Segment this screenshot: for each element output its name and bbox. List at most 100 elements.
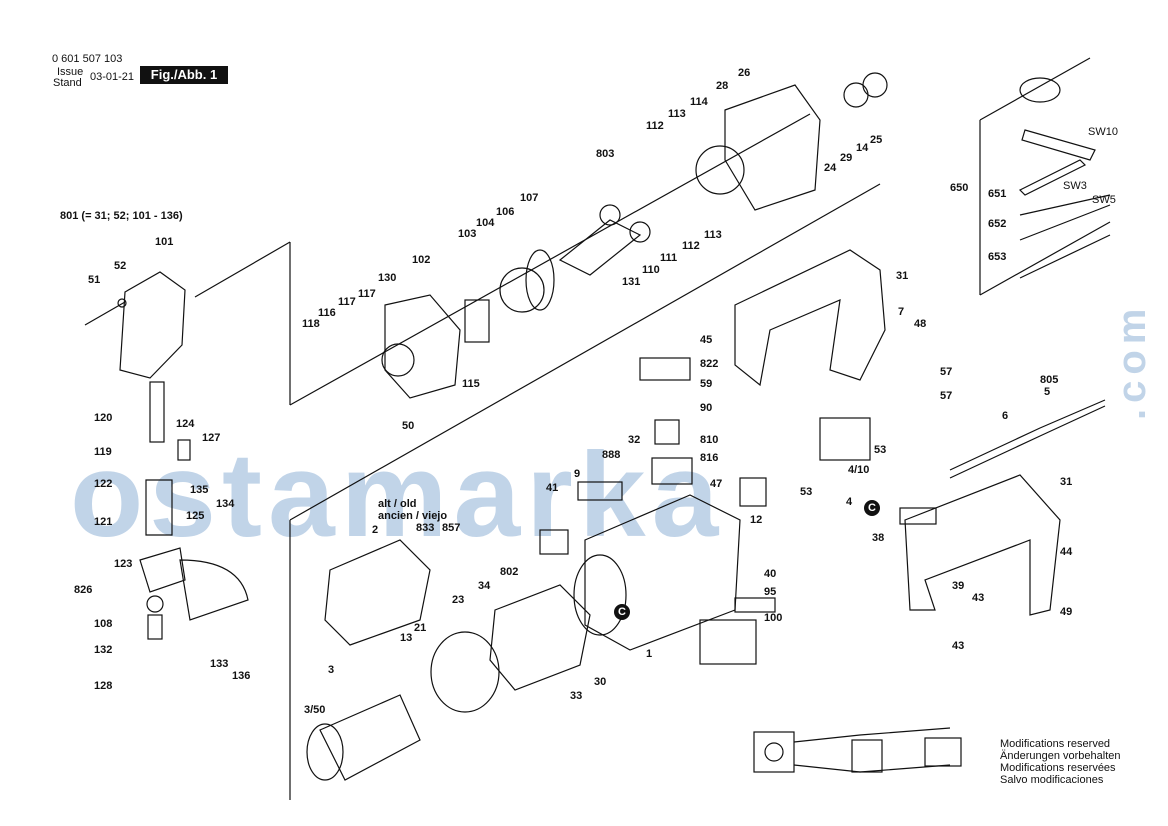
part-label: 95 <box>764 586 777 598</box>
part-label: 7 <box>898 306 905 318</box>
part-label: 833 <box>416 522 435 534</box>
part-label: 122 <box>94 478 113 490</box>
part-label: 45 <box>700 334 713 346</box>
part-label: 31 <box>1060 476 1073 488</box>
plate-9 <box>577 481 623 501</box>
part-label: 652 <box>988 218 1007 230</box>
part-label: 803 <box>596 148 615 160</box>
part-label: 1 <box>646 648 653 660</box>
switch-4 <box>819 417 871 461</box>
part-label: 23 <box>452 594 465 606</box>
part-label: 31 <box>896 270 909 282</box>
part-label: 9 <box>574 468 581 480</box>
modifications-notice: Modifications reserved Änderungen vorbeh… <box>1000 738 1120 786</box>
part-label: 115 <box>462 378 480 390</box>
part-label: 24 <box>824 162 837 174</box>
part-label: 13 <box>400 632 413 644</box>
tool-sw5-label: SW5 <box>1092 194 1116 206</box>
part-label: 106 <box>496 206 515 218</box>
part-label: 121 <box>94 516 113 528</box>
part-label: 116 <box>318 307 336 319</box>
part-label: 52 <box>114 260 127 272</box>
part-label: 816 <box>700 452 719 464</box>
part-label: 103 <box>458 228 477 240</box>
part-label: 39 <box>952 580 965 592</box>
screw-51 <box>84 301 126 326</box>
bearing-116 <box>381 343 415 377</box>
ring-25 <box>862 72 888 98</box>
spindle-119 <box>149 381 165 443</box>
part-label: 33 <box>570 690 583 702</box>
armature-3 <box>319 694 421 781</box>
issue-label-en: Issue <box>57 66 84 78</box>
housing-opening <box>573 554 627 636</box>
part-label: 25 <box>870 134 883 146</box>
circle-marker-icon <box>864 500 880 516</box>
part-124 <box>177 439 191 461</box>
washer-108 <box>146 595 164 613</box>
circle-marker-label: C <box>618 606 626 618</box>
part-label: 112 <box>646 120 664 132</box>
part-label: 12 <box>750 514 763 526</box>
modifications-line: Änderungen vorbehalten <box>1000 750 1121 762</box>
part-label: 123 <box>114 558 133 570</box>
plate-100 <box>699 619 757 665</box>
wrench-651 <box>1018 159 1087 196</box>
frame-line <box>979 221 1111 296</box>
frame-line <box>194 241 291 298</box>
gear-110 <box>629 221 651 243</box>
part-label: 810 <box>700 434 719 446</box>
part-label: 57 <box>940 390 953 402</box>
part-label: 136 <box>232 670 251 682</box>
pin-653 <box>1019 234 1111 279</box>
part-label: 111 <box>660 252 678 264</box>
part-label: 133 <box>210 658 229 670</box>
handle-31-top <box>734 249 886 387</box>
part-label: 59 <box>700 378 713 390</box>
part-label: 6 <box>1002 410 1009 422</box>
alt-label-2: ancien / viejo <box>378 510 448 522</box>
cover-822 <box>639 357 691 381</box>
disc-107 <box>525 249 555 311</box>
block-125 <box>139 547 186 593</box>
guard-826 <box>179 559 249 621</box>
washer-52 <box>117 298 127 308</box>
part-label: 4 <box>846 496 853 508</box>
part-label: 117 <box>358 288 376 300</box>
tool-sw3-label: SW3 <box>1063 180 1087 192</box>
wrench-sw10 <box>1021 129 1096 161</box>
part-38 <box>899 507 937 525</box>
handle-31-bottom <box>904 474 1061 616</box>
part-label: 119 <box>94 446 112 458</box>
part-label: 125 <box>186 510 205 522</box>
part-label: 127 <box>202 432 221 444</box>
key-sw5 <box>1019 204 1111 241</box>
key-sw3 <box>1019 194 1111 216</box>
part-label: 102 <box>412 254 431 266</box>
part-label: 43 <box>972 592 985 604</box>
alt-label-1: alt / old <box>378 498 417 510</box>
gear-803 <box>599 204 621 226</box>
plate-41 <box>539 529 569 555</box>
part-label: 135 <box>190 484 209 496</box>
schematic-motor <box>753 731 795 773</box>
part-label: 112 <box>682 240 700 252</box>
part-label: 888 <box>602 449 621 461</box>
part-label: 113 <box>668 108 686 120</box>
part-label: 48 <box>914 318 927 330</box>
frame-line <box>289 183 881 521</box>
schematic-switch <box>851 739 883 773</box>
part-label: 53 <box>874 444 887 456</box>
fan-guide-23 <box>430 631 500 713</box>
part-label: 113 <box>704 229 722 241</box>
gear-shaft-803 <box>558 219 642 276</box>
part-label: 21 <box>414 622 427 634</box>
part-label: 104 <box>476 217 495 229</box>
part-label: 43 <box>952 640 965 652</box>
modifications-line: Modifications reserved <box>1000 738 1111 750</box>
field-2 <box>324 539 431 646</box>
part-label: 40 <box>764 568 777 580</box>
